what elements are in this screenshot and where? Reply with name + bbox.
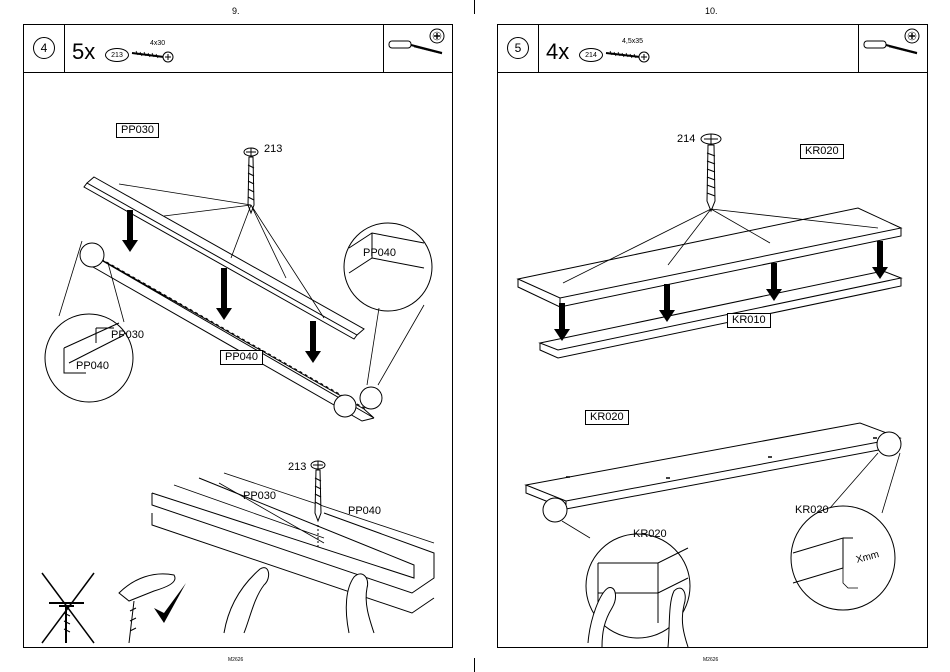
label-bottom-board: KR010 xyxy=(727,313,771,328)
part-reference: 214 xyxy=(579,48,603,62)
cross-out-icon xyxy=(42,573,94,643)
part-reference: 213 xyxy=(105,48,129,62)
header-divider xyxy=(64,25,65,72)
tool-box xyxy=(383,25,452,72)
page-number-left: 9. xyxy=(232,6,240,16)
label-lower-panel: PP040 xyxy=(220,350,263,365)
header-divider xyxy=(538,25,539,72)
label-detail-left: KR020 xyxy=(633,528,667,541)
screw-size: 4,5x35 xyxy=(622,38,643,45)
label-screw: 213 xyxy=(264,143,282,156)
page-number-right: 10. xyxy=(705,6,718,16)
crop-mark-bottom xyxy=(474,658,475,672)
screw-size: 4x30 xyxy=(150,40,165,47)
label-screw: 214 xyxy=(677,133,695,146)
label-top-panel: PP030 xyxy=(116,123,159,138)
label-detail-right: PP040 xyxy=(363,247,396,260)
screw-quantity: 5x xyxy=(72,41,95,63)
label-bottom-top: PP030 xyxy=(243,490,276,503)
phillips-head-icon xyxy=(428,27,446,45)
page-right: 5 4x 214 4,5x35 xyxy=(497,24,928,648)
label-top-board: KR020 xyxy=(800,144,844,159)
label-detail-left-bottom: PP040 xyxy=(76,360,109,373)
step-header: 4 5x 213 4x30 xyxy=(24,25,452,73)
step-header: 5 4x 214 4,5x35 xyxy=(498,25,927,73)
label-bottom-screw: 213 xyxy=(288,461,306,474)
label-lower-board: KR020 xyxy=(585,410,629,425)
footer-code-left: M2626 xyxy=(228,657,243,663)
label-detail-right: KR020 xyxy=(795,504,829,517)
screw-quantity: 4x xyxy=(546,41,569,63)
footer-code-right: M2626 xyxy=(703,657,718,663)
page-left: 4 5x 213 4x30 xyxy=(23,24,453,648)
phillips-head-icon xyxy=(903,27,921,45)
label-bottom-bottom: PP040 xyxy=(348,505,381,518)
label-detail-left-top: PP030 xyxy=(111,329,144,342)
screw-icon xyxy=(130,47,176,63)
step-number-badge: 4 xyxy=(33,37,55,59)
crop-mark-top xyxy=(474,0,475,14)
step-number-badge: 5 xyxy=(507,37,529,59)
tool-box xyxy=(858,25,927,72)
screw-icon xyxy=(604,47,652,63)
pointing-hand-icon xyxy=(119,574,175,643)
